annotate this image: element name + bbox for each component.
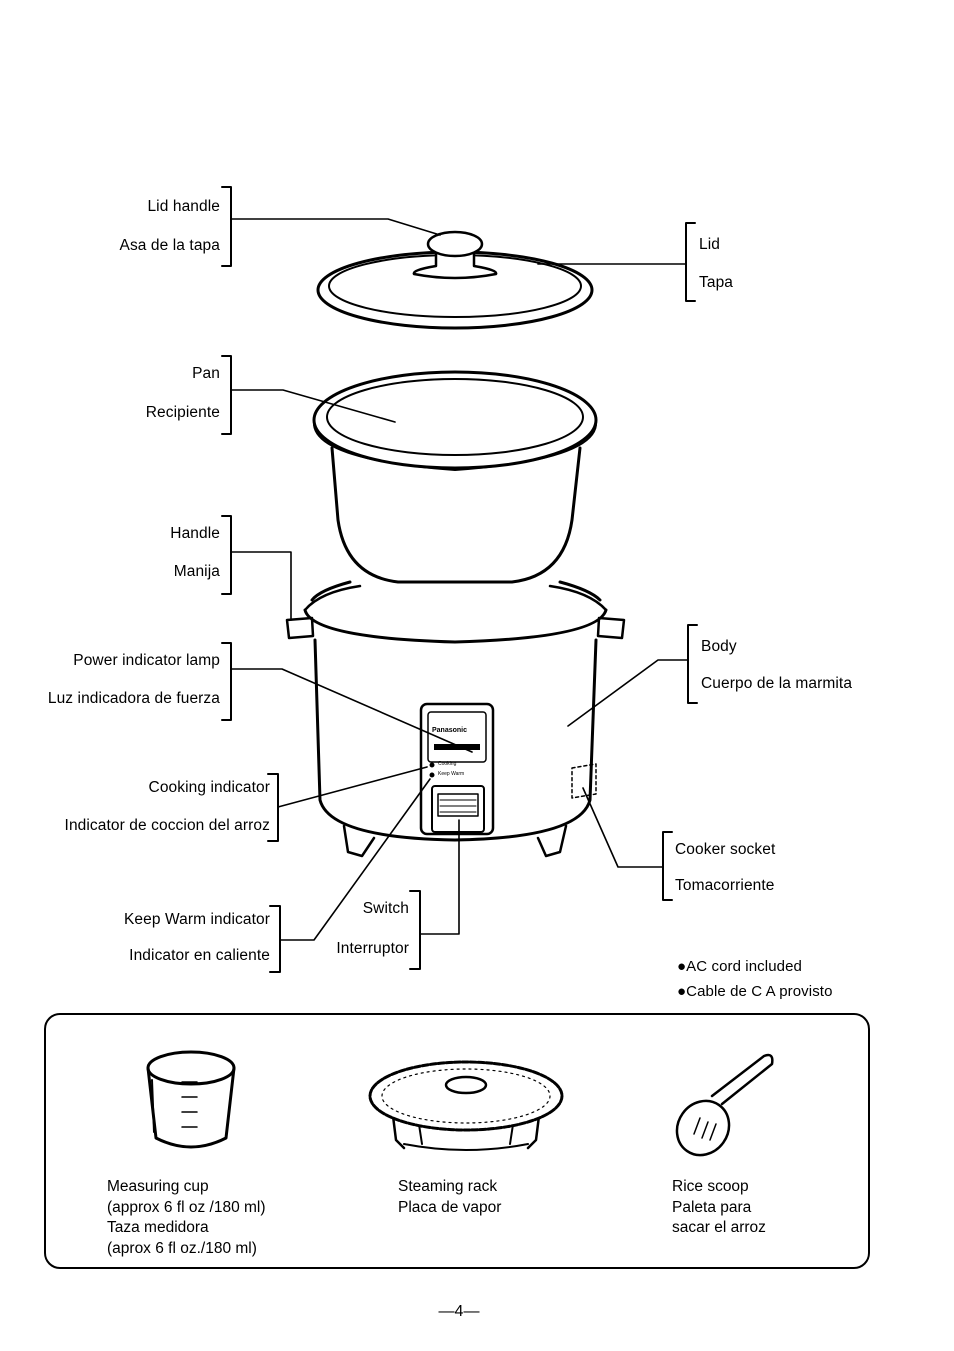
label-pan-es: Recipiente <box>145 404 220 421</box>
accessory-rice-scoop: Rice scoop Paleta para sacar el arroz <box>672 1177 766 1239</box>
panel-brand: Panasonic <box>432 727 468 734</box>
label-power-lamp-es: Luz indicadora de fuerza <box>47 690 220 707</box>
accessory-text: sacar el arroz <box>672 1219 766 1236</box>
pan-illustration <box>312 370 598 584</box>
accessory-text: Rice scoop <box>672 1178 749 1195</box>
label-cooker-socket: Cooker socket <box>675 841 776 858</box>
page-number: —4— <box>438 1303 480 1320</box>
accessory-text: Steaming rack <box>398 1178 498 1195</box>
accessory-steaming-rack: Steaming rack Placa de vapor <box>398 1177 501 1218</box>
body-illustration <box>285 580 626 858</box>
accessories-box <box>44 1013 870 1269</box>
note-ac-cord: ●AC cord included <box>677 958 802 975</box>
accessory-text: Paleta para <box>672 1198 752 1216</box>
label-lid-es: Tapa <box>699 274 734 291</box>
accessory-text: Measuring cup <box>107 1178 209 1195</box>
accessory-text: (approx 6 fl oz /180 ml) <box>107 1198 266 1216</box>
lid-illustration <box>316 230 594 330</box>
label-keep-warm: Keep Warm indicator <box>123 911 270 928</box>
label-handle-es: Manija <box>173 563 220 580</box>
rice-scoop-icon <box>675 1053 774 1157</box>
measuring-cup-icon <box>146 1050 236 1149</box>
label-power-lamp: Power indicator lamp <box>73 652 220 669</box>
accessory-text: Taza medidora <box>107 1219 209 1236</box>
label-switch-es: Interruptor <box>336 940 409 957</box>
panel-cooking: Cooking <box>438 761 457 767</box>
label-body: Body <box>701 638 737 655</box>
label-cooking-indicator: Cooking indicator <box>148 779 270 796</box>
accessory-text: Placa de vapor <box>398 1198 502 1216</box>
note-ac-cord-es: ●Cable de C A provisto <box>677 983 833 1000</box>
steaming-rack-icon <box>368 1060 564 1151</box>
label-body-es: Cuerpo de la marmita <box>701 675 853 692</box>
accessory-text: (aprox 6 fl oz./180 ml) <box>107 1239 257 1257</box>
label-lid-handle-es: Asa de la tapa <box>119 237 220 254</box>
label-pan: Pan <box>192 365 220 382</box>
accessory-measuring-cup: Measuring cup (approx 6 fl oz /180 ml) T… <box>107 1177 266 1259</box>
label-lid: Lid <box>699 236 720 253</box>
label-keep-warm-es: Indicator en caliente <box>129 947 270 964</box>
panel-keep-warm: Keep Warm <box>438 771 465 777</box>
label-lid-handle: Lid handle <box>147 198 220 215</box>
label-switch: Switch <box>362 900 409 917</box>
label-cooker-socket-es: Tomacorriente <box>675 877 775 894</box>
label-cooking-indicator-es: Indicator de coccion del arroz <box>64 817 270 834</box>
label-handle: Handle <box>170 525 220 542</box>
